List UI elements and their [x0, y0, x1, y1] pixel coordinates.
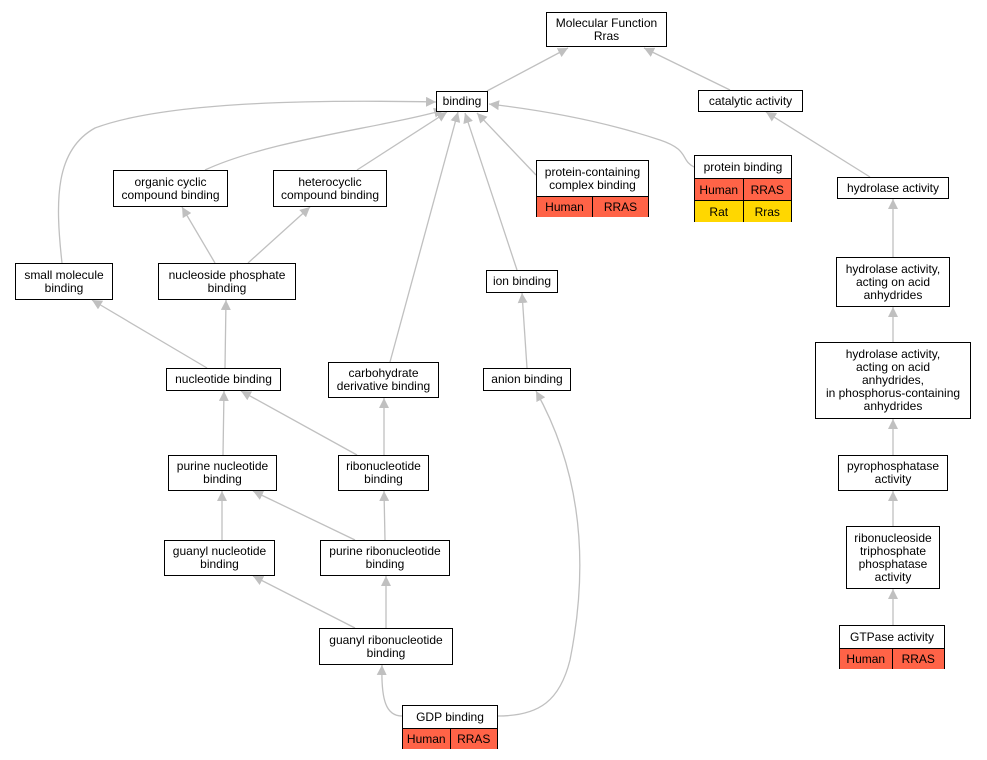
- edge-purine-nucleotide-to-nucleotide: [218, 390, 229, 456]
- annotation-row: Human RRAS: [695, 178, 791, 200]
- annotation-row: Human RRAS: [840, 648, 944, 669]
- node-label: GDP binding: [416, 709, 484, 724]
- node-label: nucleotide binding: [175, 372, 272, 386]
- node-hydrolase-phosphorus-anhydrides[interactable]: hydrolase activity, acting on acid anhyd…: [815, 342, 971, 419]
- edge-gdp-to-guanyl-ribonucleotide: [376, 664, 403, 717]
- edge-protein-binding-to-binding: [488, 100, 695, 168]
- node-label: GTPase activity: [849, 629, 935, 644]
- edge-layer: [57, 47, 898, 717]
- node-label: guanyl nucleotide binding: [172, 544, 267, 571]
- gene-cell: RRAS: [449, 729, 497, 749]
- edge-catalytic-to-mf: [643, 47, 731, 91]
- species-cell: Human: [695, 179, 743, 200]
- node-nucleotide-binding[interactable]: nucleotide binding: [166, 368, 281, 391]
- node-label: catalytic activity: [708, 93, 793, 108]
- node-label: organic cyclic compound binding: [121, 174, 220, 202]
- edge-nucleoside-phosphate-to-heterocyclic: [247, 206, 311, 264]
- node-label: heterocyclic compound binding: [280, 174, 380, 202]
- edge-carbohydrate-to-binding: [389, 111, 461, 363]
- node-anion-binding[interactable]: anion binding: [483, 368, 571, 391]
- edge-organic-to-binding: [204, 107, 445, 171]
- node-purine-nucleotide-binding[interactable]: purine nucleotide binding: [168, 455, 277, 491]
- edge-nucleoside-phosphate-to-organic: [181, 206, 216, 264]
- edge-gdp-to-anion: [497, 390, 581, 717]
- node-nucleoside-phosphate-binding[interactable]: nucleoside phosphate binding: [158, 263, 296, 300]
- node-label: ion binding: [492, 274, 552, 288]
- node-organic-cyclic-compound-binding[interactable]: organic cyclic compound binding: [113, 170, 228, 207]
- species-cell: Human: [403, 729, 450, 749]
- node-label: Molecular Function Rras: [555, 15, 658, 43]
- node-ribonucleotide-binding[interactable]: ribonucleotide binding: [338, 455, 429, 491]
- gene-cell: RRAS: [891, 649, 944, 669]
- node-ribonucleoside-triphosphate-phosphatase[interactable]: ribonucleoside triphosphate phosphatase …: [846, 526, 940, 589]
- node-molecular-function[interactable]: Molecular Function Rras: [546, 12, 667, 47]
- edge-purine-ribonucleotide-to-purine-nucleotide: [252, 490, 356, 541]
- edge-binding-to-mf: [486, 47, 569, 92]
- node-purine-ribonucleotide-binding[interactable]: purine ribonucleotide binding: [320, 540, 450, 576]
- edge-heterocyclic-to-binding: [356, 111, 448, 171]
- node-label: nucleoside phosphate binding: [168, 267, 286, 295]
- node-gtpase-activity[interactable]: GTPase activity Human RRAS: [839, 625, 945, 669]
- species-cell: Human: [537, 197, 592, 217]
- node-catalytic-activity[interactable]: catalytic activity: [698, 90, 803, 112]
- gene-cell: RRAS: [742, 179, 791, 200]
- species-cell: Rat: [695, 201, 743, 222]
- node-label: ribonucleoside triphosphate phosphatase …: [854, 530, 932, 584]
- gene-cell: RRAS: [592, 197, 648, 217]
- node-protein-containing-complex-binding[interactable]: protein-containing complex binding Human…: [536, 160, 649, 217]
- node-label: hydrolase activity: [846, 180, 940, 195]
- node-pyrophosphatase-activity[interactable]: pyrophosphatase activity: [838, 455, 948, 491]
- node-label: protein-containing complex binding: [544, 164, 641, 192]
- node-hydrolase-activity[interactable]: hydrolase activity: [837, 177, 949, 199]
- node-label: binding: [442, 94, 482, 108]
- edge-ribonucleotide-to-nucleotide: [240, 390, 358, 456]
- node-label: protein binding: [703, 159, 783, 174]
- edge-nucleotide-to-small-molecule: [91, 299, 208, 369]
- node-guanyl-nucleotide-binding[interactable]: guanyl nucleotide binding: [164, 540, 275, 576]
- node-protein-binding[interactable]: protein binding Human RRAS Rat Rras: [694, 155, 792, 222]
- node-carbohydrate-derivative-binding[interactable]: carbohydrate derivative binding: [328, 362, 439, 398]
- edge-small-molecule-to-binding: [57, 96, 437, 264]
- species-cell: Human: [840, 649, 892, 669]
- node-label: purine nucleotide binding: [176, 459, 269, 486]
- node-label: small molecule binding: [24, 267, 104, 295]
- node-heterocyclic-compound-binding[interactable]: heterocyclic compound binding: [273, 170, 387, 207]
- node-label: purine ribonucleotide binding: [329, 544, 441, 571]
- edge-nucleotide-to-nucleoside-phosphate: [220, 299, 231, 369]
- edge-purine-ribonucleotide-to-ribonucleotide: [379, 490, 390, 541]
- node-label: carbohydrate derivative binding: [336, 366, 431, 393]
- node-guanyl-ribonucleotide-binding[interactable]: guanyl ribonucleotide binding: [319, 628, 453, 665]
- edge-anion-to-ion: [517, 292, 528, 369]
- annotation-row: Human RRAS: [403, 728, 497, 749]
- gene-cell: Rras: [742, 201, 791, 222]
- node-label: hydrolase activity, acting on acid anhyd…: [845, 261, 941, 302]
- edge-protein-complex-to-binding: [476, 112, 537, 176]
- node-small-molecule-binding[interactable]: small molecule binding: [15, 263, 113, 300]
- node-label: hydrolase activity, acting on acid anhyd…: [825, 347, 961, 413]
- edge-ion-to-binding: [463, 112, 518, 271]
- node-label: pyrophosphatase activity: [846, 459, 940, 486]
- edge-guanyl-ribonucleotide-to-guanyl-nucleotide: [252, 575, 356, 629]
- node-binding[interactable]: binding: [436, 91, 488, 112]
- node-hydrolase-activity-acid-anhydrides[interactable]: hydrolase activity, acting on acid anhyd…: [836, 257, 950, 307]
- annotation-row: Human RRAS: [537, 196, 648, 217]
- node-label: ribonucleotide binding: [346, 459, 421, 486]
- node-ion-binding[interactable]: ion binding: [486, 270, 558, 293]
- edge-hydrolase-to-catalytic: [765, 111, 871, 178]
- node-label: guanyl ribonucleotide binding: [329, 632, 443, 660]
- annotation-row: Rat Rras: [695, 200, 791, 222]
- node-gdp-binding[interactable]: GDP binding Human RRAS: [402, 705, 498, 749]
- node-label: anion binding: [491, 372, 563, 386]
